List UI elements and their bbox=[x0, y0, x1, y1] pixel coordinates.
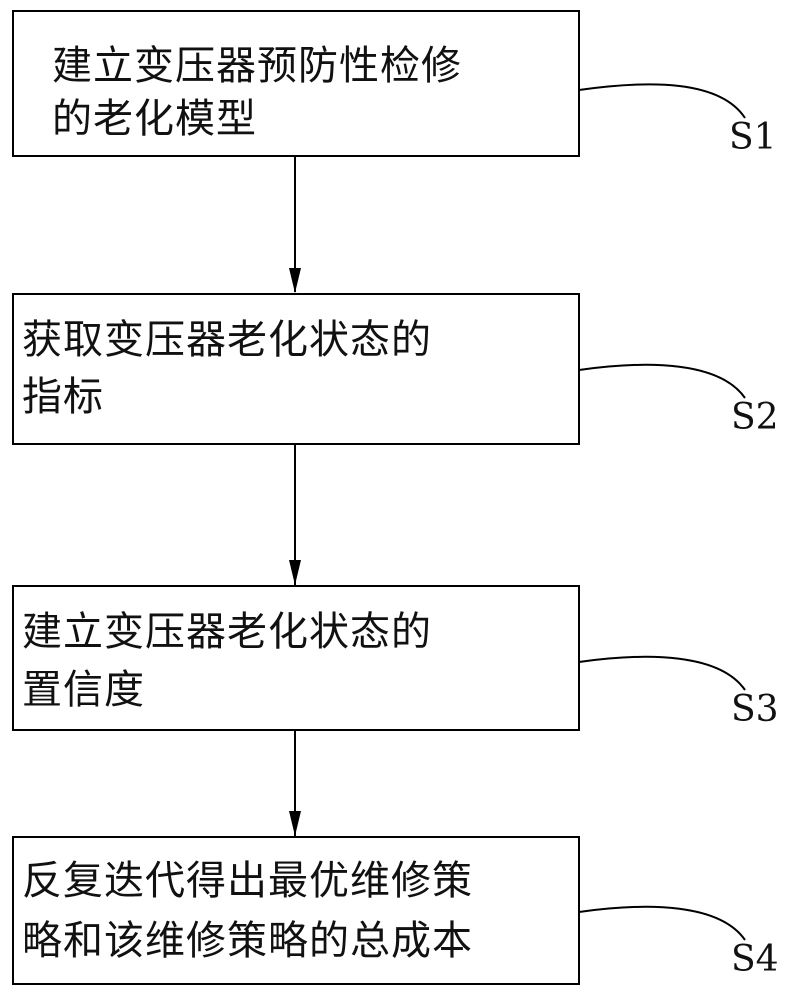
arrowhead-s2-to-s3 bbox=[289, 560, 301, 585]
step-s3-line-1: 建立变压器老化状态的 bbox=[22, 609, 432, 655]
step-label-s4: S4 bbox=[731, 939, 779, 980]
step-label-s3: S3 bbox=[731, 689, 779, 730]
step-label-s2: S2 bbox=[731, 397, 779, 438]
arrowhead-s1-to-s2 bbox=[289, 268, 301, 293]
step-s1-line-2: 的老化模型 bbox=[52, 96, 257, 142]
arrowhead-s3-to-s4 bbox=[289, 811, 301, 836]
step-box-s3: 建立变压器老化状态的 置信度 bbox=[12, 585, 580, 731]
step-box-s4: 反复迭代得出最优维修策 略和该维修策略的总成本 bbox=[12, 836, 580, 985]
step-s4-line-1: 反复迭代得出最优维修策 bbox=[22, 858, 473, 904]
leader-s1 bbox=[578, 83, 746, 119]
leader-s2 bbox=[578, 363, 746, 399]
step-s4-line-2: 略和该维修策略的总成本 bbox=[22, 918, 473, 964]
step-s2-line-1: 获取变压器老化状态的 bbox=[22, 317, 432, 363]
step-s3-line-2: 置信度 bbox=[22, 667, 145, 713]
step-s1-line-1: 建立变压器预防性检修 bbox=[52, 43, 462, 89]
step-box-s1: 建立变压器预防性检修 的老化模型 bbox=[12, 10, 580, 157]
step-label-s1: S1 bbox=[729, 117, 777, 158]
leader-s4 bbox=[578, 905, 746, 941]
step-s2-line-2: 指标 bbox=[22, 374, 104, 420]
leader-s3 bbox=[578, 655, 746, 691]
step-box-s2: 获取变压器老化状态的 指标 bbox=[12, 293, 580, 445]
